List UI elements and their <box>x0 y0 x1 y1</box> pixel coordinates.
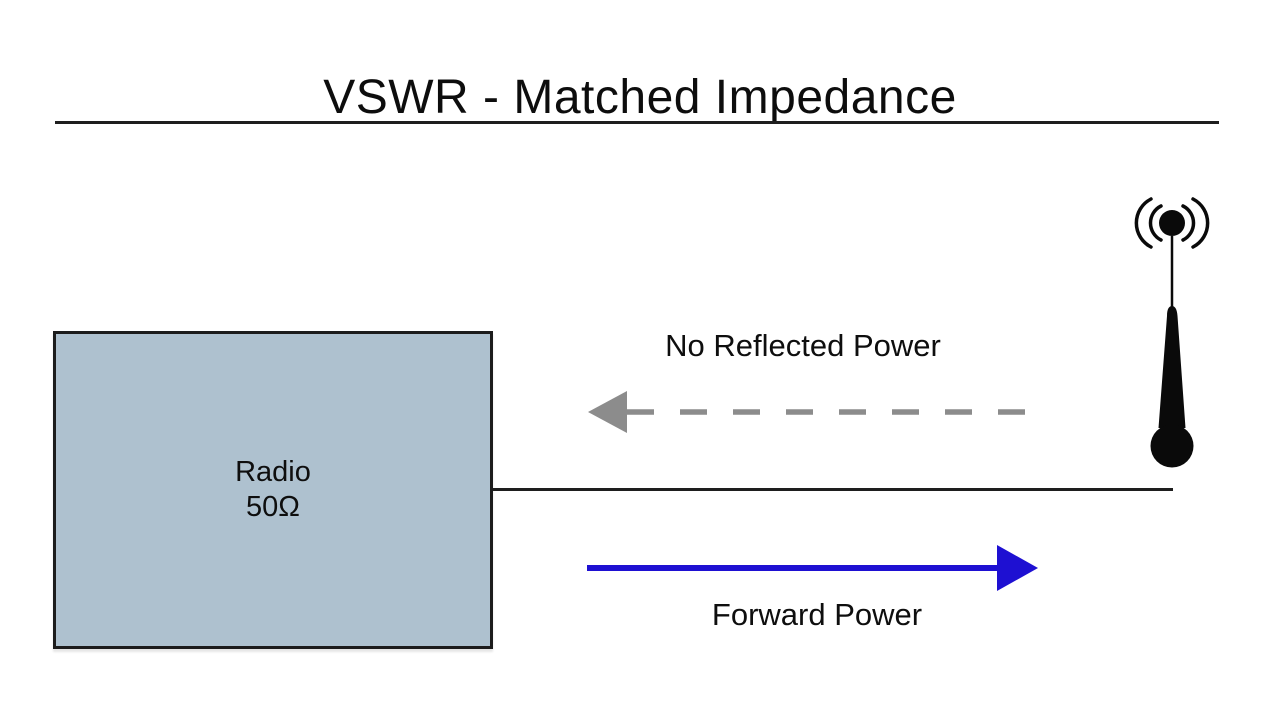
reflected-power-label: No Reflected Power <box>665 328 941 363</box>
feedline <box>493 488 1173 491</box>
radio-box: Radio 50Ω <box>53 331 493 649</box>
antenna-icon <box>1134 197 1210 468</box>
radio-label: Radio <box>235 456 311 488</box>
radio-impedance-label: 50Ω <box>246 491 300 523</box>
forward-power-label: Forward Power <box>711 597 923 632</box>
reflected-power-arrow-icon <box>588 391 1032 433</box>
title-underline <box>55 121 1219 124</box>
forward-power-arrow-icon <box>587 545 1038 591</box>
page-title: VSWR - Matched Impedance <box>323 71 957 124</box>
